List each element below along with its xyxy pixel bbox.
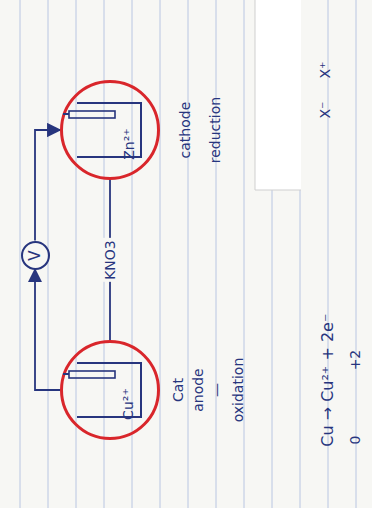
meter-symbol: V (27, 250, 44, 260)
ion-label: X⁻ (317, 102, 333, 119)
ion-label: X⁺ (317, 62, 333, 79)
electrode-label: cathode (177, 102, 193, 159)
electrode-label: anode (190, 368, 206, 412)
beaker-drawing (63, 343, 157, 437)
ion-label: Cu²⁺ (120, 388, 136, 420)
process-label: reduction (207, 97, 223, 163)
sign-mark: — (208, 383, 224, 397)
half-equation: Cu → Cu²⁺ + 2e⁻ (319, 314, 337, 447)
process-label: oxidation (230, 358, 246, 423)
note-text: Cat (170, 378, 186, 402)
cathode-beaker: Zn²⁺ (60, 80, 160, 180)
voltmeter-circle: V (21, 241, 50, 270)
ion-label: Zn²⁺ (120, 128, 136, 159)
anode-beaker: Cu²⁺ (60, 340, 160, 440)
oxidation-number: +2 (347, 350, 363, 371)
wire (35, 270, 60, 391)
edge-label: KNO3 (102, 238, 118, 282)
oxidation-number: 0 (347, 436, 363, 445)
beaker-drawing (63, 83, 157, 177)
wire (35, 130, 60, 241)
